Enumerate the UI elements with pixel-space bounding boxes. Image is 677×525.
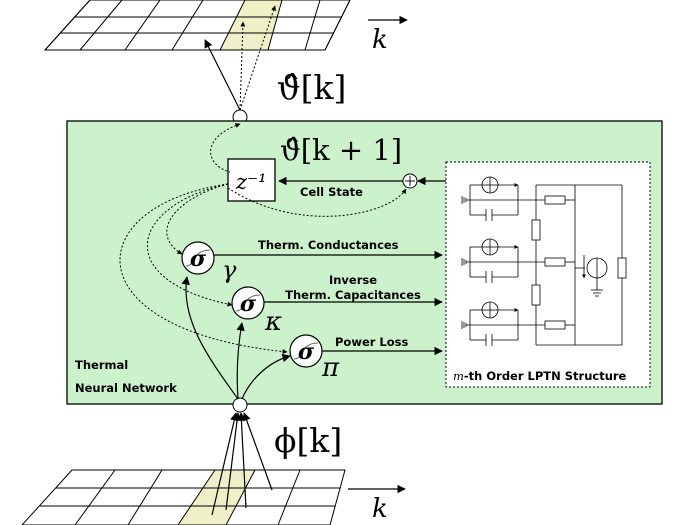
output-grid xyxy=(43,0,351,51)
sigma-kappa-symbol: σ xyxy=(240,291,257,317)
bottom-time-axis: k xyxy=(348,484,406,524)
top-axis-label: k xyxy=(372,25,388,55)
sigma-gamma-symbol: σ xyxy=(190,246,207,272)
power-loss-label: Power Loss xyxy=(335,335,409,349)
capacitances-label-line2: Therm. Capacitances xyxy=(285,288,421,302)
delay-block xyxy=(227,158,276,202)
output-arrow-left xyxy=(204,39,241,111)
input-arrows xyxy=(211,412,273,516)
tnn-title-line1: Thermal xyxy=(75,358,128,372)
feedback-paths xyxy=(119,123,407,355)
input-grid xyxy=(21,469,346,525)
lptn-caption-rest: -th Order LPTN Structure xyxy=(464,369,627,383)
next-state-label: ϑ̂[k + 1] xyxy=(280,133,402,167)
input-label: ϕ[k] xyxy=(274,421,342,460)
cell-state-label: Cell State xyxy=(300,185,363,199)
kappa-symbol: κ xyxy=(264,307,282,337)
input-to-sigma-paths xyxy=(181,276,291,400)
sigma-gamma: σ γ xyxy=(181,241,237,284)
bottom-axis-label: k xyxy=(372,494,388,524)
input-node xyxy=(232,397,248,413)
gamma-symbol: γ xyxy=(222,256,237,284)
output-arrow-mid xyxy=(239,21,246,111)
sigma-pi-symbol: σ xyxy=(298,339,315,365)
output-label: ϑ̂[k] xyxy=(277,68,346,107)
input-grid-outline xyxy=(21,469,346,525)
capacitances-label-line1: Inverse xyxy=(329,273,377,287)
lptn-caption-var: m xyxy=(453,369,464,383)
pi-symbol: π xyxy=(321,353,340,383)
lptn-circuit xyxy=(461,176,627,346)
sigma-pi: σ π xyxy=(289,334,340,383)
output-grid-highlight xyxy=(220,0,282,50)
conductances-label: Therm. Conductances xyxy=(258,238,399,252)
output-grid-outline xyxy=(43,0,351,51)
delay-label: z⁻¹ xyxy=(235,170,267,194)
tnn-title-line2: Neural Network xyxy=(75,381,177,395)
sigma-kappa: σ κ xyxy=(231,286,282,337)
lptn-caption: m-th Order LPTN Structure xyxy=(453,369,627,383)
top-time-axis: k xyxy=(368,15,408,55)
